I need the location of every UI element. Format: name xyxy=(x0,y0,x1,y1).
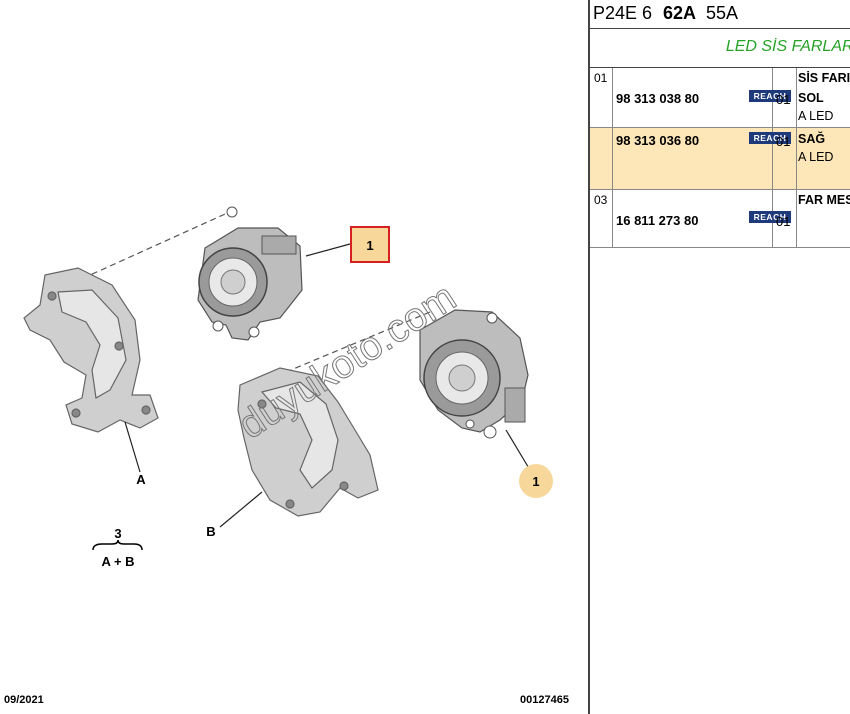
header-bold-code: 62A xyxy=(663,3,697,23)
leader-line-b xyxy=(219,491,263,528)
section-title-text: LED SİS FARLARI xyxy=(725,38,850,55)
description-cell: SAĞ A LED xyxy=(796,128,850,189)
quantity-cell: 01 xyxy=(772,128,797,189)
quantity: 01 xyxy=(776,134,791,149)
parts-list-panel: P24E 6 62A 55A LED SİS FARLARI 01 98 313… xyxy=(590,0,850,714)
part-row[interactable]: 01 98 313 038 80 REACH 01 SİS FARI SOL A… xyxy=(590,68,850,128)
item-number-cell xyxy=(590,128,613,189)
reference-cell: 98 313 038 80 REACH xyxy=(612,68,791,127)
bracket-a-illustration xyxy=(23,267,159,433)
leader-line-1-bottom xyxy=(505,429,531,471)
callout-label-1-bottom: 1 xyxy=(532,474,539,489)
callout-box-1 xyxy=(350,226,390,263)
fog-lamp-illustration xyxy=(197,206,303,341)
header-prefix: P24E 6 xyxy=(593,3,653,23)
exploded-view-illustration: duyukoto.com 1 1 A B 3 A + B xyxy=(23,206,553,569)
leader-line-a xyxy=(124,421,141,473)
callout-circle-1[interactable] xyxy=(519,464,553,498)
part-row-highlighted[interactable]: 98 313 036 80 REACH 01 SAĞ A LED xyxy=(590,128,850,190)
reference-cell: 16 811 273 80 REACH xyxy=(612,190,791,247)
assembly-line xyxy=(67,209,235,286)
quantity-cell: 01 xyxy=(772,68,797,127)
parts-diagram: duyukoto.com 1 1 A B 3 A + B 09/2021 001… xyxy=(4,206,569,706)
part-reference[interactable]: 98 313 038 80 xyxy=(616,91,700,106)
part-reference[interactable]: 98 313 036 80 xyxy=(616,133,700,148)
reach-badge: REACH xyxy=(749,90,791,102)
part-letter-a: A xyxy=(136,472,146,487)
part-letter-b: B xyxy=(206,524,215,539)
description-line: FAR MESNEDİ xyxy=(798,193,850,207)
kit-number: 3 xyxy=(114,526,121,541)
description-cell: SİS FARI SOL A LED xyxy=(796,68,850,127)
kit-formula: A + B xyxy=(101,554,134,569)
reach-badge: REACH xyxy=(749,132,791,144)
description-line: A LED xyxy=(798,109,834,123)
reach-badge: REACH xyxy=(749,211,791,223)
section-title: LED SİS FARLARI xyxy=(590,29,850,68)
bracket-b-illustration xyxy=(237,367,379,517)
item-number: 01 xyxy=(594,71,608,85)
footer-date: 09/2021 xyxy=(4,694,44,706)
quantity-cell: 01 xyxy=(772,190,797,247)
fog-lamp-illustration xyxy=(419,309,529,439)
kit-brace xyxy=(92,539,143,551)
part-reference[interactable]: 16 811 273 80 xyxy=(616,213,699,228)
item-number: 03 xyxy=(594,193,608,207)
quantity: 01 xyxy=(776,214,791,229)
description-line: SAĞ xyxy=(798,132,826,146)
description-line: SOL xyxy=(798,91,824,105)
item-number-cell: 01 xyxy=(590,68,613,127)
panel-divider xyxy=(588,0,590,714)
header-suffix: 55A xyxy=(706,3,739,23)
quantity: 01 xyxy=(776,92,791,107)
reference-cell: 98 313 036 80 REACH xyxy=(612,128,791,189)
description-line: SİS FARI xyxy=(798,71,850,85)
leader-line-1-top xyxy=(305,243,351,257)
item-number-cell: 03 xyxy=(590,190,613,247)
description-line: A LED xyxy=(798,150,834,164)
callout-label-1: 1 xyxy=(366,238,373,253)
description-cell: FAR MESNEDİ xyxy=(796,190,850,247)
part-row[interactable]: 03 16 811 273 80 REACH 01 FAR MESNEDİ xyxy=(590,190,850,248)
footer-code: 00127465 xyxy=(520,694,569,706)
panel-header: P24E 6 62A 55A xyxy=(590,0,850,29)
